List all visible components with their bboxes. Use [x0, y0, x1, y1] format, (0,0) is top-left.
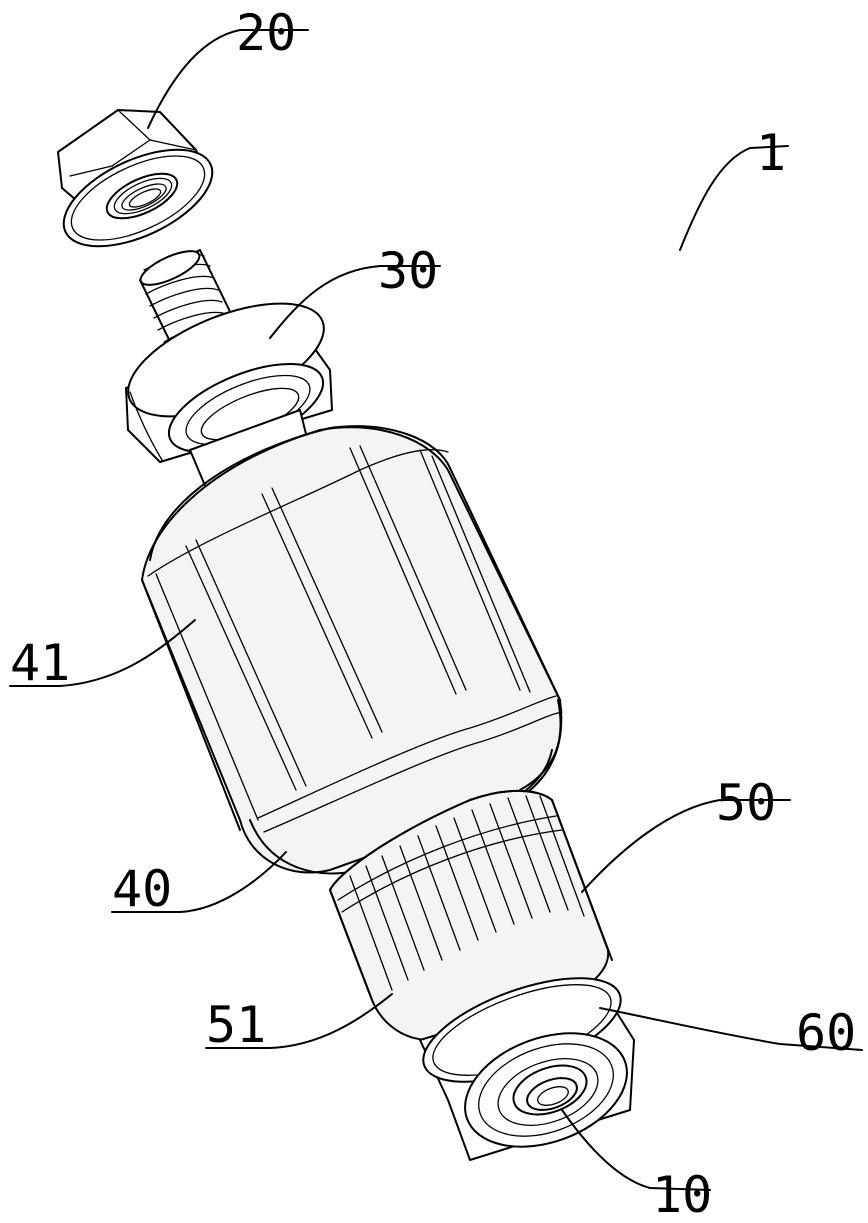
leader-41: [9, 619, 196, 687]
leader-40: [111, 851, 287, 913]
leader-30: [269, 265, 441, 339]
label-part-41: 41: [10, 634, 70, 692]
inner-boss-part-10: [512, 1064, 588, 1116]
label-part-20: 20: [236, 4, 296, 62]
label-part-60: 60: [796, 1004, 856, 1062]
label-part-40: 40: [112, 860, 172, 918]
leader-60: [599, 1007, 863, 1051]
rotor-body-part-40: [141, 425, 563, 875]
label-assembly-1: 1: [756, 124, 786, 182]
nut-part-20: [57, 109, 214, 248]
label-part-50: 50: [716, 774, 776, 832]
leader-20: [147, 29, 309, 129]
label-part-30: 30: [378, 242, 438, 300]
gear-sleeve-part-50: [329, 790, 613, 1041]
part-labels: 1 20 30 41 40 50 51 60 10: [10, 4, 856, 1223]
leader-51: [205, 993, 393, 1049]
leader-lines: [9, 29, 863, 1191]
leader-50: [581, 799, 791, 893]
label-part-10: 10: [652, 1166, 712, 1223]
leader-1: [679, 145, 789, 251]
leader-10: [561, 1109, 711, 1191]
label-part-51: 51: [206, 996, 266, 1054]
